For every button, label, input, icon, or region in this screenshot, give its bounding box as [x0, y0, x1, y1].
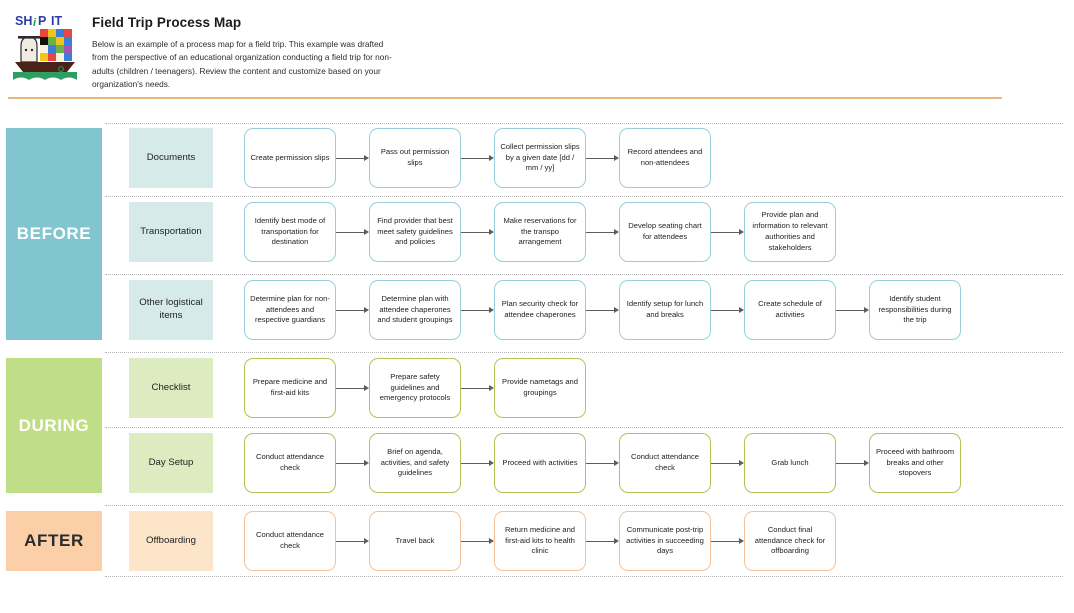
svg-text:SH: SH — [15, 14, 32, 28]
logo-artwork: SH i P IT — [13, 14, 77, 80]
category-label-offboarding: Offboarding — [129, 511, 213, 571]
process-step[interactable]: Proceed with bathroom breaks and other s… — [869, 433, 961, 493]
page-description: Below is an example of a process map for… — [92, 39, 392, 90]
arrow-icon — [586, 306, 619, 314]
row-separator — [105, 505, 1063, 506]
process-step[interactable]: Conduct attendance check — [244, 433, 336, 493]
step-chain: Identify best mode of transportation for… — [244, 202, 836, 262]
page-header: SH i P IT — [0, 0, 1074, 94]
arrow-icon — [336, 306, 369, 314]
process-step[interactable]: Prepare safety guidelines and emergency … — [369, 358, 461, 418]
process-step[interactable]: Make reservations for the transpo arrang… — [494, 202, 586, 262]
arrow-icon — [836, 459, 869, 467]
process-step[interactable]: Identify setup for lunch and breaks — [619, 280, 711, 340]
process-step[interactable]: Plan security check for attendee chapero… — [494, 280, 586, 340]
category-label-transportation: Transportation — [129, 202, 213, 262]
process-step[interactable]: Create schedule of activities — [744, 280, 836, 340]
process-step[interactable]: Create permission slips — [244, 128, 336, 188]
process-step[interactable]: Find provider that best meet safety guid… — [369, 202, 461, 262]
process-step[interactable]: Prepare medicine and first-aid kits — [244, 358, 336, 418]
row-separator — [105, 123, 1063, 124]
arrow-icon — [586, 459, 619, 467]
process-step[interactable]: Conduct attendance check — [244, 511, 336, 571]
page-title: Field Trip Process Map — [92, 15, 242, 30]
process-step[interactable]: Brief on agenda, activities, and safety … — [369, 433, 461, 493]
row-separator — [105, 427, 1063, 428]
row-separator — [105, 576, 1063, 577]
category-label-documents: Documents — [129, 128, 213, 188]
phase-block-during: DURING — [6, 358, 102, 493]
arrow-icon — [336, 384, 369, 392]
process-step[interactable]: Identify student responsibilities during… — [869, 280, 961, 340]
arrow-icon — [461, 228, 494, 236]
arrow-icon — [336, 228, 369, 236]
arrow-icon — [336, 537, 369, 545]
process-map: BEFORE DURING AFTER Documents Create permiss… — [0, 104, 1074, 613]
arrow-icon — [586, 537, 619, 545]
step-chain: Create permission slips Pass out permissi… — [244, 128, 711, 188]
step-chain: Conduct attendance check Brief on agenda,… — [244, 433, 961, 493]
header-text-block: Field Trip Process Map Below is an examp… — [92, 15, 712, 92]
svg-text:i: i — [33, 17, 37, 29]
phase-block-after: AFTER — [6, 511, 102, 571]
row-separator — [105, 196, 1063, 197]
row-separator — [105, 352, 1063, 353]
arrow-icon — [461, 384, 494, 392]
process-step[interactable]: Return medicine and first-aid kits to he… — [494, 511, 586, 571]
process-step[interactable]: Proceed with activities — [494, 433, 586, 493]
sail-grid — [40, 29, 72, 61]
process-step[interactable]: Conduct final attendance check for offbo… — [744, 511, 836, 571]
category-label-day-setup: Day Setup — [129, 433, 213, 493]
category-label-other-logistical-items: Other logistical items — [129, 280, 213, 340]
process-step[interactable]: Provide plan and information to relevant… — [744, 202, 836, 262]
header-divider — [8, 97, 1002, 99]
arrow-icon — [711, 228, 744, 236]
process-step[interactable]: Pass out permission slips — [369, 128, 461, 188]
process-step[interactable]: Conduct attendance check — [619, 433, 711, 493]
process-step[interactable]: Communicate post-trip activities in succ… — [619, 511, 711, 571]
arrow-icon — [711, 537, 744, 545]
arrow-icon — [461, 306, 494, 314]
process-step[interactable]: Determine plan with attendee chaperones … — [369, 280, 461, 340]
category-label-checklist: Checklist — [129, 358, 213, 418]
arrow-icon — [461, 537, 494, 545]
arrow-icon — [336, 154, 369, 162]
phase-block-before: BEFORE — [6, 128, 102, 340]
process-step[interactable]: Travel back — [369, 511, 461, 571]
process-step[interactable]: Develop seating chart for attendees — [619, 202, 711, 262]
process-step[interactable]: Record attendees and non-attendees — [619, 128, 711, 188]
svg-text:IT: IT — [51, 14, 62, 28]
ship-it-logo: SH i P IT — [6, 12, 84, 82]
arrow-icon — [336, 459, 369, 467]
row-separator — [105, 274, 1063, 275]
svg-text:P: P — [38, 14, 46, 28]
arrow-icon — [711, 459, 744, 467]
arrow-icon — [461, 459, 494, 467]
step-chain: Determine plan for non-attendees and res… — [244, 280, 961, 340]
step-chain: Conduct attendance check Travel back Retur… — [244, 511, 836, 571]
process-step[interactable]: Grab lunch — [744, 433, 836, 493]
step-chain: Prepare medicine and first-aid kits Prepa… — [244, 358, 586, 418]
arrow-icon — [711, 306, 744, 314]
arrow-icon — [586, 154, 619, 162]
process-step[interactable]: Provide nametags and groupings — [494, 358, 586, 418]
arrow-icon — [836, 306, 869, 314]
process-step[interactable]: Determine plan for non-attendees and res… — [244, 280, 336, 340]
arrow-icon — [461, 154, 494, 162]
arrow-icon — [586, 228, 619, 236]
process-step[interactable]: Identify best mode of transportation for… — [244, 202, 336, 262]
process-step[interactable]: Collect permission slips by a given date… — [494, 128, 586, 188]
